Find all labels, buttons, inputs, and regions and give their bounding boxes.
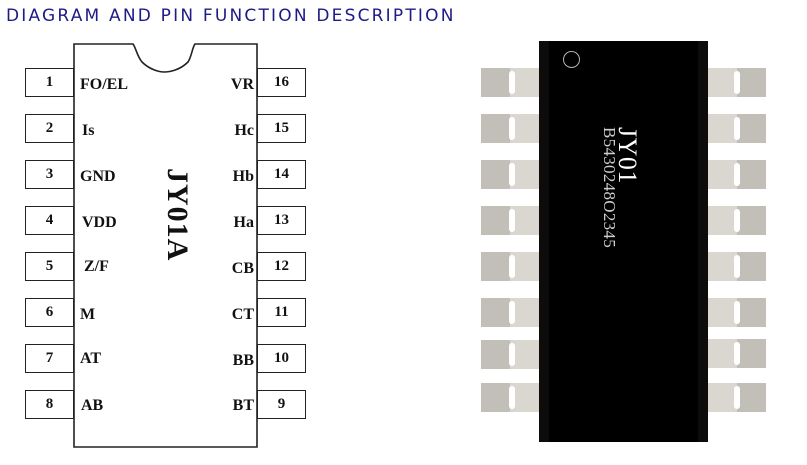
pin-label-ct: CT [231, 306, 254, 323]
pin-number-11: 11 [257, 298, 306, 327]
pin-number-6: 6 [25, 298, 74, 327]
package-lead [708, 114, 766, 143]
pin-label-is: Is [82, 122, 95, 139]
pin-label-hc: Hc [234, 122, 254, 139]
package-edge [698, 41, 708, 442]
page-title: DIAGRAM AND PIN FUNCTION DESCRIPTION [6, 6, 456, 26]
pin1-indicator-icon [563, 51, 580, 68]
package-lead [708, 68, 766, 97]
pin-label-cb: CB [231, 260, 254, 277]
package-lead [481, 252, 539, 281]
pin-number-5: 5 [25, 252, 74, 281]
pin-number-3: 3 [25, 160, 74, 189]
pin-number-12: 12 [257, 252, 306, 281]
pin-label-m: M [80, 306, 96, 323]
pin-number-4: 4 [25, 206, 74, 235]
pin-number-14: 14 [257, 160, 306, 189]
package-lead [481, 68, 539, 97]
pin-label-at: AT [80, 350, 102, 367]
package-lead [481, 160, 539, 189]
pin-label-bb: BB [232, 352, 254, 369]
pin-number-1: 1 [25, 68, 74, 97]
pin-label-fo-el: FO/EL [80, 76, 129, 93]
pin-number-8: 8 [25, 390, 74, 419]
ic-schematic-outline [73, 43, 258, 448]
pin-number-16: 16 [257, 68, 306, 97]
package-lead [708, 206, 766, 235]
pin-label-gnd: GND [80, 168, 116, 185]
pin-label-vr: VR [230, 76, 254, 93]
pin-number-15: 15 [257, 114, 306, 143]
part-name: JY01A [161, 168, 194, 262]
pin-number-2: 2 [25, 114, 74, 143]
package-lead [708, 339, 766, 368]
pin-number-7: 7 [25, 344, 74, 373]
pin-label-ab: AB [81, 397, 104, 414]
pin-number-9: 9 [257, 390, 306, 419]
package-edge [539, 41, 549, 442]
package-lead [481, 206, 539, 235]
package-lead [481, 114, 539, 143]
package-lead [481, 340, 539, 369]
package-marking-code: B5430248O2345 [600, 127, 619, 249]
package-lead [481, 298, 539, 327]
package-lead [481, 383, 539, 412]
package-lead [708, 252, 766, 281]
pin-label-hb: Hb [232, 168, 254, 185]
pin-number-10: 10 [257, 344, 306, 373]
pin-label-vdd: VDD [82, 214, 117, 231]
package-lead [708, 160, 766, 189]
pin-number-13: 13 [257, 206, 306, 235]
package-lead [708, 383, 766, 412]
pin-label-z-f: Z/F [84, 258, 109, 275]
package-lead [708, 298, 766, 327]
pin-label-ha: Ha [233, 214, 254, 231]
pin-label-bt: BT [232, 397, 254, 414]
package-body [539, 41, 708, 442]
